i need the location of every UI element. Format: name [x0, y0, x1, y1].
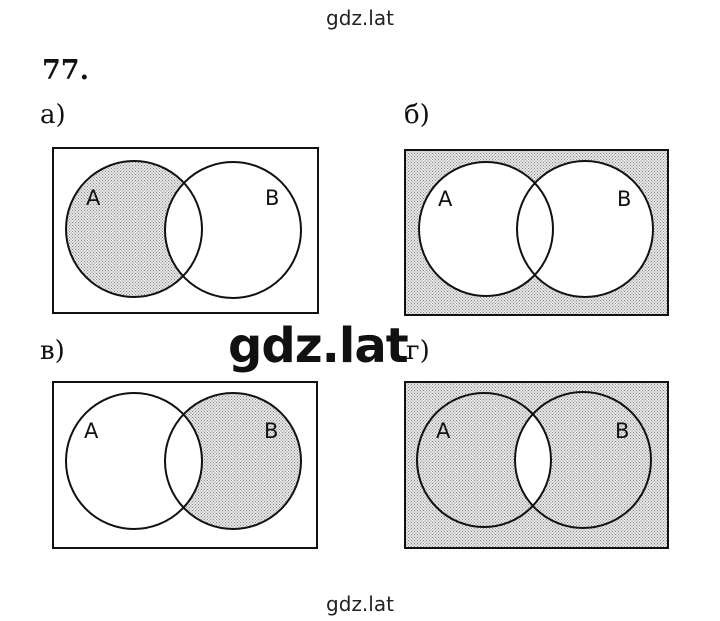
set-a-circle — [65, 392, 203, 530]
set-b-circle — [164, 392, 302, 530]
set-b-circle — [164, 161, 302, 299]
watermark-center: gdz.lat — [228, 318, 409, 374]
venn-diagram-c: A B — [52, 381, 318, 549]
diagram-label-d: г) — [406, 336, 430, 366]
watermark-top: gdz.lat — [326, 6, 394, 30]
problem-number: 77. — [42, 55, 89, 86]
venn-diagram-b: A B — [404, 149, 669, 316]
diagram-label-a: а) — [40, 100, 66, 130]
set-b-label: B — [615, 419, 629, 443]
venn-diagram-d: A B — [404, 381, 669, 549]
shaded-region-c — [165, 393, 301, 529]
set-a-circle — [418, 161, 554, 297]
set-a-label: A — [438, 187, 453, 211]
shaded-region-b — [405, 150, 668, 315]
set-b-circle — [516, 160, 654, 298]
set-a-label: A — [86, 186, 101, 210]
diagram-label-c: в) — [40, 336, 65, 366]
set-b-circle — [514, 391, 652, 529]
watermark-bottom: gdz.lat — [326, 592, 394, 616]
set-b-label: B — [264, 419, 278, 443]
universe-rect-a — [52, 147, 319, 314]
universe-rect-d — [404, 381, 669, 549]
shaded-region-a — [66, 161, 202, 297]
set-a-label: A — [436, 419, 451, 443]
set-a-label: A — [84, 419, 99, 443]
set-b-label: B — [265, 186, 279, 210]
set-a-circle — [65, 160, 203, 298]
set-b-label: B — [617, 187, 631, 211]
universe-rect-b — [404, 149, 669, 316]
diagram-label-b: б) — [404, 100, 430, 130]
venn-diagram-a: A B — [52, 147, 319, 314]
universe-rect-c — [52, 381, 318, 549]
set-a-circle — [416, 392, 552, 528]
